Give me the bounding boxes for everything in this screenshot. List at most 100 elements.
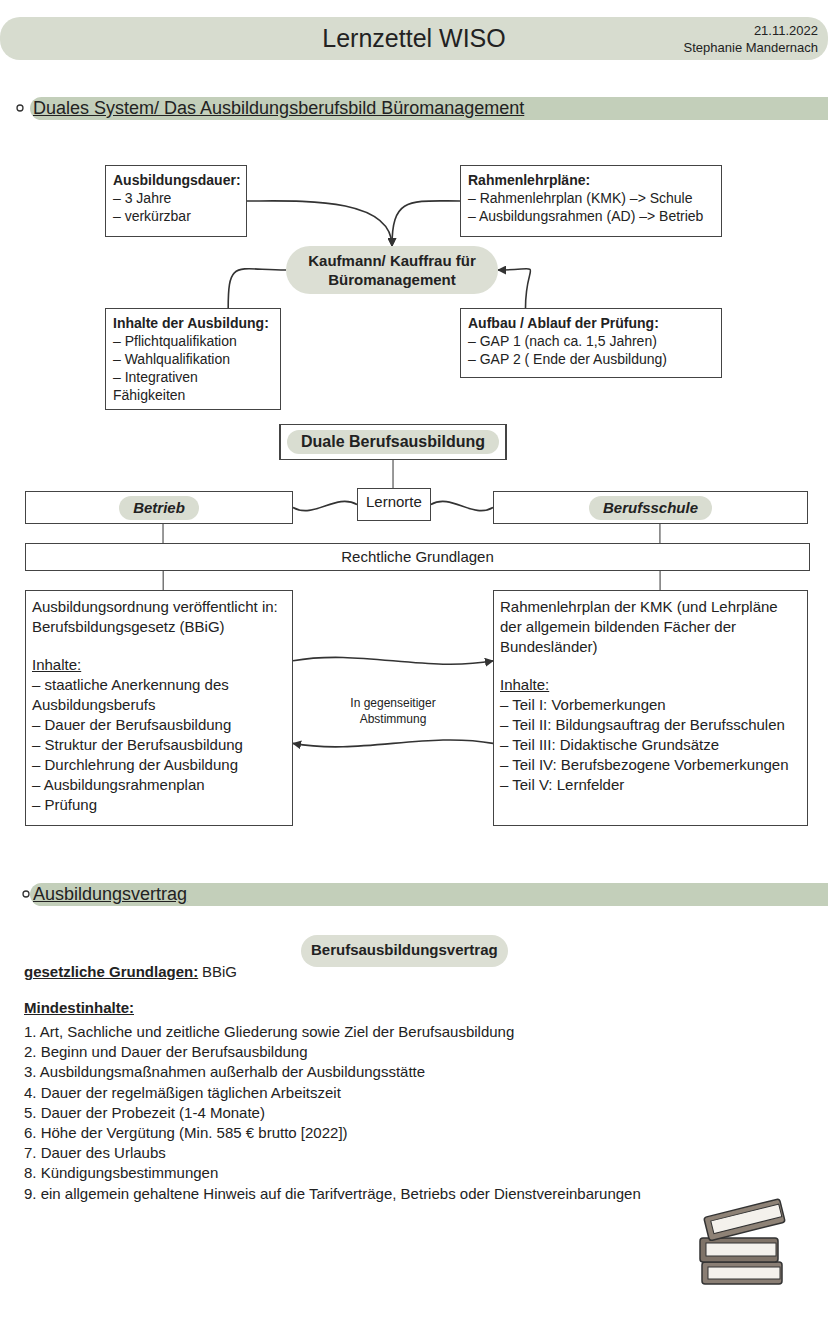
node-line: – Durchlehrung der Ausbildung	[32, 755, 286, 775]
node-line: – 3 Jahre	[113, 189, 239, 207]
node-heading: Berufsausbildungsvertrag	[311, 940, 498, 959]
bullet-circle	[17, 105, 23, 111]
author-label: Stephanie Mandernach	[600, 39, 818, 56]
content-box: Ausbildungsordnung veröffentlicht in: Be…	[25, 590, 293, 826]
node-heading: Aufbau / Ablauf der Prüfung:	[468, 314, 714, 332]
section-band: Duales System/ Das Ausbildungsberufsbild…	[30, 97, 828, 120]
node-line: – Ausbildungsrahmen (AD) –> Betrieb	[468, 207, 714, 225]
label-holder: 6. Höhe der Vergütung (Min. 585 € brutto…	[24, 1123, 348, 1143]
node-line: – Integrativen Fähigkeiten	[113, 368, 273, 404]
label-holder: gesetzliche Grundlagen:	[24, 962, 198, 982]
connector	[293, 501, 357, 510]
node-line: – Struktur der Berufsausbildung	[32, 735, 286, 755]
info-box: Aufbau / Ablauf der Prüfung:– GAP 1 (nac…	[460, 308, 722, 378]
node-heading: Ausbildungsvertrag	[33, 883, 828, 906]
connector	[228, 269, 286, 308]
arrow-label: In gegenseitiger Abstimmung	[330, 694, 456, 728]
list-item: 6. Höhe der Vergütung (Min. 585 € brutto…	[24, 1123, 348, 1143]
label-holder: Mindestinhalte:	[24, 998, 134, 1018]
label-holder: 7. Dauer des Urlaubs	[24, 1143, 166, 1163]
list-item: 9. ein allgemein gehaltene Hinweis auf d…	[24, 1184, 641, 1204]
bullet-circle	[23, 891, 29, 897]
connector	[163, 524, 164, 543]
node-line: – Teil II: Bildungsauftrag der Berufssch…	[500, 715, 801, 735]
info-box: Inhalte der Ausbildung:– Pflichtqualifik…	[105, 308, 281, 410]
node-heading: Inhalte der Ausbildung:	[113, 314, 273, 332]
section-band: Ausbildungsvertrag	[30, 883, 828, 906]
list-item: 8. Kündigungsbestimmungen	[24, 1163, 218, 1183]
list-item: 2. Beginn und Dauer der Berufsausbildung	[24, 1042, 308, 1062]
node-heading: Ausbildungsordnung veröffentlicht in: Be…	[32, 597, 286, 637]
label-holder: 5. Dauer der Probezeit (1-4 Monate)	[24, 1103, 265, 1123]
label-holder: 4. Dauer der regelmäßigen täglichen Arbe…	[24, 1083, 341, 1103]
node-line: – Teil I: Vorbemerkungen	[500, 695, 801, 715]
heading-pill: Berufsausbildungsvertrag	[301, 935, 508, 967]
list-item: 1. Art, Sachliche und zeitliche Gliederu…	[24, 1022, 514, 1042]
connector	[392, 201, 460, 246]
node-line: – GAP 2 ( Ende der Ausbildung)	[468, 350, 714, 368]
node-heading: Kaufmann/ Kauffrau für Büromanagement	[296, 251, 488, 289]
node-line: – Teil III: Didaktische Grundsätze	[500, 735, 801, 755]
node-heading: Lernorte	[366, 492, 422, 512]
node-line: – verkürzbar	[113, 207, 239, 225]
connector	[393, 460, 394, 488]
node-heading: Duale Berufsausbildung	[287, 430, 499, 454]
info-box: Ausbildungsdauer:– 3 Jahre– verkürzbar	[105, 165, 247, 237]
connector	[431, 501, 493, 510]
wide-box: Rechtliche Grundlagen	[25, 543, 810, 571]
label-holder: 9. ein allgemein gehaltene Hinweis auf d…	[24, 1184, 641, 1204]
connector	[660, 571, 661, 590]
header-band	[0, 17, 828, 60]
label-holder: 8. Kündigungsbestimmungen	[24, 1163, 218, 1183]
node-heading: Berufsschule	[589, 496, 712, 520]
list-item: 4. Dauer der regelmäßigen täglichen Arbe…	[24, 1083, 341, 1103]
node-line: – Teil IV: Berufsbezogene Vorbemerkungen	[500, 755, 801, 775]
field-label: gesetzliche Grundlagen:	[24, 962, 198, 982]
node-line: – Teil V: Lernfelder	[500, 775, 801, 795]
node-line: Inhalte:	[32, 655, 286, 675]
place-box: Betrieb	[25, 491, 293, 524]
node-heading: Duales System/ Das Ausbildungsberufsbild…	[33, 97, 828, 120]
connector	[293, 657, 493, 664]
heading-box: Duale Berufsausbildung	[279, 424, 507, 460]
label-holder: BBiG	[202, 962, 237, 982]
node-line: – staatliche Anerkennung des Ausbildungs…	[32, 675, 286, 715]
books-illustration	[700, 1199, 785, 1284]
node-line: – Rahmenlehrplan (KMK) –> Schule	[468, 189, 714, 207]
label-holder: 2. Beginn und Dauer der Berufsausbildung	[24, 1042, 308, 1062]
connector	[293, 740, 493, 747]
list-item: 3. Ausbildungsmaßnahmen außerhalb der Au…	[24, 1062, 425, 1082]
connector	[247, 201, 392, 246]
node-line: – Prüfung	[32, 795, 286, 815]
node-line: Inhalte:	[500, 675, 801, 695]
node-heading: Rahmenlehrpläne:	[468, 171, 714, 189]
label-holder: 1. Art, Sachliche und zeitliche Gliederu…	[24, 1022, 514, 1042]
list-item: 7. Dauer des Urlaubs	[24, 1143, 166, 1163]
date-label: 21.11.2022	[640, 22, 818, 39]
place-box: Lernorte	[357, 488, 431, 521]
info-box: Rahmenlehrpläne:– Rahmenlehrplan (KMK) –…	[460, 165, 722, 237]
node-heading: Rahmenlehrplan der KMK (und Lehrpläne de…	[500, 597, 801, 657]
label-holder: 3. Ausbildungsmaßnahmen außerhalb der Au…	[24, 1062, 425, 1082]
field-value: BBiG	[202, 962, 237, 982]
node-line: – Ausbildungsrahmenplan	[32, 775, 286, 795]
node-heading: Ausbildungsdauer:	[113, 171, 239, 189]
connector	[163, 571, 164, 590]
list-item: 5. Dauer der Probezeit (1-4 Monate)	[24, 1103, 265, 1123]
place-box: Berufsschule	[493, 491, 808, 524]
label-holder: In gegenseitiger Abstimmung	[330, 694, 456, 728]
node-heading: Rechtliche Grundlagen	[341, 547, 494, 567]
connector	[498, 269, 531, 308]
node-line: – Wahlqualifikation	[113, 350, 273, 368]
content-box: Rahmenlehrplan der KMK (und Lehrpläne de…	[493, 590, 808, 826]
center-pill: Kaufmann/ Kauffrau für Büromanagement	[286, 246, 498, 294]
label-holder: 21.11.2022	[640, 22, 818, 39]
page-title: Lernzettel WISO	[322, 17, 505, 60]
list-heading: Mindestinhalte:	[24, 998, 134, 1018]
label-holder: Stephanie Mandernach	[600, 39, 818, 56]
node-heading: Betrieb	[119, 496, 199, 520]
connector	[659, 524, 660, 543]
node-line: – GAP 1 (nach ca. 1,5 Jahren)	[468, 332, 714, 350]
node-line: – Pflichtqualifikation	[113, 332, 273, 350]
node-line: – Dauer der Berufsausbildung	[32, 715, 286, 735]
